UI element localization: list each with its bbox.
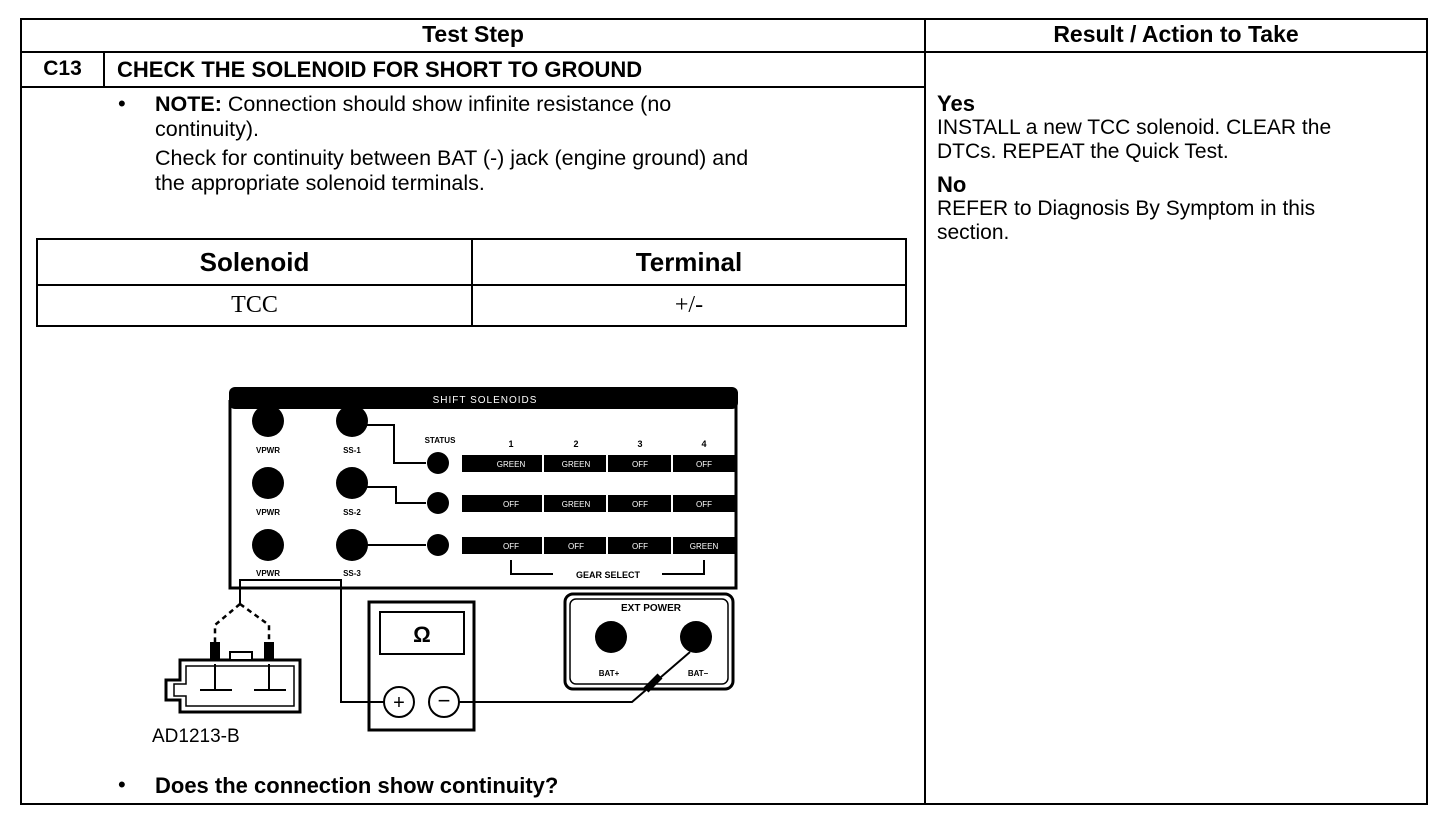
- ext-power-label: EXT POWER: [621, 603, 682, 614]
- grid-cell-label: OFF: [632, 542, 648, 551]
- grid-cell-label: GREEN: [690, 542, 719, 551]
- gear-number-2: 2: [573, 439, 578, 449]
- status-label: STATUS: [425, 436, 456, 445]
- grid-cell-label: OFF: [696, 460, 712, 469]
- column-divider: [924, 18, 926, 805]
- status-led-2: [427, 492, 449, 514]
- question-text: Does the connection show continuity?: [155, 773, 559, 798]
- gear-grid-row-2: OFF GREEN OFF OFF: [462, 495, 737, 512]
- ss1-label: SS-1: [343, 446, 361, 455]
- solenoid-column-header: Solenoid: [199, 246, 310, 277]
- grid-cell: [462, 495, 737, 512]
- grid-cell: [462, 537, 737, 554]
- gear-number-4: 4: [701, 439, 706, 449]
- no-line1: REFER to Diagnosis By Symptom in this: [937, 197, 1316, 220]
- ss3-jack: [336, 529, 368, 561]
- panel-outline: [228, 400, 738, 590]
- question-bullet: •: [118, 772, 126, 797]
- multimeter-display: [379, 611, 465, 655]
- grid-cell-label: GREEN: [497, 460, 526, 469]
- table-border-top: [20, 18, 1428, 20]
- yes-label: Yes: [937, 91, 975, 116]
- table-border-bottom: [20, 803, 1428, 805]
- grid-cell-label: OFF: [503, 542, 519, 551]
- ss2-wire: [366, 486, 426, 504]
- note-label: NOTE:: [155, 92, 222, 116]
- svg-text:+: +: [393, 692, 405, 714]
- ss2-label: SS-2: [343, 508, 361, 517]
- solenoid-connector: [164, 658, 302, 714]
- step-id-divider: [103, 51, 105, 88]
- step-title: CHECK THE SOLENOID FOR SHORT TO GROUND: [117, 57, 643, 82]
- step-title-divider: [20, 86, 926, 88]
- bat-minus-probe: [643, 673, 663, 693]
- panel-title: SHIFT SOLENOIDS: [433, 395, 538, 406]
- step-id: C13: [43, 57, 82, 80]
- ohm-symbol: Ω: [413, 622, 431, 647]
- bat-minus-jack: [680, 621, 712, 653]
- instruction-line1: Check for continuity between BAT (-) jac…: [155, 146, 749, 170]
- ss1-jack: [336, 405, 368, 437]
- svg-text:−: −: [438, 688, 451, 713]
- vpwr-jack-2: [252, 467, 284, 499]
- solenoid-table: Solenoid Terminal TCC +/-: [36, 238, 907, 327]
- note-text-line2: continuity).: [155, 117, 259, 141]
- probe-right: [264, 642, 274, 664]
- panel-header-bar: [229, 387, 738, 409]
- status-led-3: [427, 534, 449, 556]
- solenoid-table-col-divider: [471, 240, 473, 325]
- gear-number-3: 3: [637, 439, 642, 449]
- solenoid-cell: TCC: [231, 292, 278, 318]
- terminal-column-header: Terminal: [635, 246, 743, 277]
- vpwr-jack-3: [252, 529, 284, 561]
- yes-line1: INSTALL a new TCC solenoid. CLEAR the: [937, 116, 1332, 139]
- vpwr-jack-1: [252, 405, 284, 437]
- gear-number-1: 1: [508, 439, 513, 449]
- note-block: NOTE: Connection should show infinite re…: [155, 92, 915, 196]
- grid-cell-label: OFF: [632, 460, 648, 469]
- instruction-line2: the appropriate solenoid terminals.: [155, 171, 485, 195]
- vpwr-label-3: VPWR: [256, 569, 280, 578]
- grid-cell-label: GREEN: [562, 460, 591, 469]
- bat-minus-label: BAT–: [688, 669, 709, 678]
- gear-grid-row-1: GREEN GREEN OFF OFF: [462, 455, 737, 472]
- bat-plus-label: BAT+: [599, 669, 620, 678]
- tester-diagram: SHIFT SOLENOIDS VPWR VPWR VPWR SS-1 SS-2…: [152, 387, 738, 747]
- header-divider: [20, 51, 1428, 53]
- figure-id: AD1213-B: [152, 726, 240, 747]
- note-text: Connection should show infinite resistan…: [221, 92, 672, 116]
- probe-left: [210, 642, 220, 664]
- grid-cell-label: OFF: [696, 500, 712, 509]
- no-label: No: [937, 172, 967, 197]
- terminal-cell: +/-: [674, 292, 704, 318]
- gear-grid-row-3: OFF OFF OFF GREEN: [462, 537, 737, 554]
- gear-select-bracket: [510, 560, 705, 575]
- grid-cell-label: OFF: [503, 500, 519, 509]
- results-block: Yes INSTALL a new TCC solenoid. CLEAR th…: [937, 92, 1423, 245]
- result-action-header: Result / Action to Take: [1053, 21, 1299, 47]
- ss3-label: SS-3: [343, 569, 361, 578]
- grid-cell-label: OFF: [632, 500, 648, 509]
- ss1-wire: [366, 424, 426, 464]
- vpwr-label-1: VPWR: [256, 446, 280, 455]
- table-border-right: [1426, 18, 1428, 805]
- grid-cell: [462, 455, 737, 472]
- grid-cell-label: GREEN: [562, 500, 591, 509]
- ss2-jack: [336, 467, 368, 499]
- yes-line2: DTCs. REPEAT the Quick Test.: [937, 140, 1229, 163]
- dashed-lead: [213, 602, 271, 642]
- vpwr-label-2: VPWR: [256, 508, 280, 517]
- status-led-1: [427, 452, 449, 474]
- note-bullet: •: [118, 91, 126, 116]
- grid-cell-label: OFF: [568, 542, 584, 551]
- test-step-header: Test Step: [422, 21, 524, 47]
- gear-select-label: GEAR SELECT: [576, 570, 641, 580]
- meter-plus-lead: [239, 579, 384, 703]
- no-line2: section.: [937, 221, 1010, 244]
- bat-plus-jack: [595, 621, 627, 653]
- meter-minus-lead: [459, 651, 691, 703]
- table-border-left: [20, 18, 22, 805]
